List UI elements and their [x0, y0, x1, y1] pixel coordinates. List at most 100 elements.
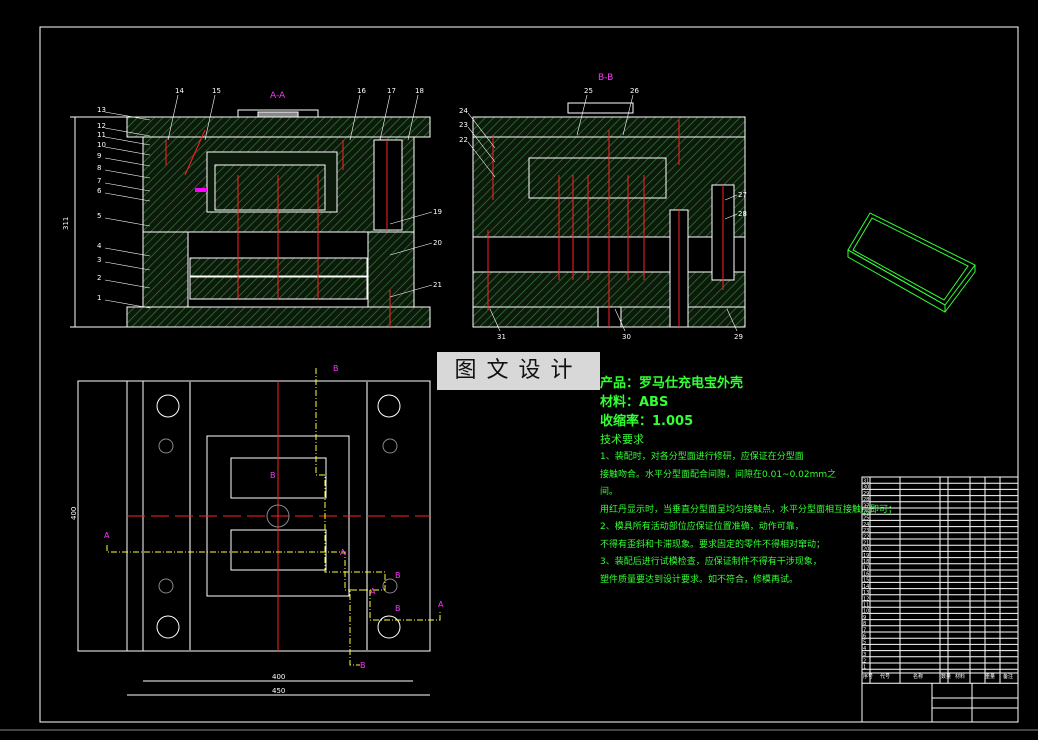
part-number-label: 13	[97, 106, 106, 114]
table-row-number: 17	[863, 565, 869, 571]
section-mark: A	[370, 587, 376, 596]
product-3d-view	[847, 212, 976, 313]
table-row-number: 30	[863, 485, 869, 491]
leader-line	[167, 94, 179, 141]
leader-line	[726, 308, 738, 332]
leader-line	[104, 146, 151, 156]
plan-height-dimension: 400	[70, 507, 78, 520]
table-header-cell: 重量	[985, 673, 995, 680]
height-dimension: 311	[62, 217, 70, 230]
leader-line	[389, 211, 433, 225]
table-row-number: 21	[863, 541, 869, 547]
part-number-label: 27	[738, 191, 747, 199]
table-row-number: 26	[863, 510, 869, 516]
note-line: 不得有歪斜和卡滞现象。要求固定的零件不得相对窜动；	[600, 539, 826, 550]
note-line: 3、装配后进行试模检查，应保证制件不得有干涉现象，	[600, 557, 822, 567]
part-number-label: 8	[97, 164, 101, 172]
table-header-cell: 备注	[1003, 673, 1013, 680]
leader-line	[104, 261, 151, 271]
plan-view	[77, 368, 441, 696]
section-mark: B	[395, 571, 401, 580]
section-mark: B	[395, 604, 401, 613]
table-row-number: 2	[863, 658, 866, 664]
part-number-label: 24	[459, 107, 468, 115]
table-row-number: 28	[863, 497, 869, 503]
part-number-label: 5	[97, 212, 101, 220]
table-row-number: 8	[863, 621, 866, 627]
leader-line	[389, 242, 433, 256]
leader-line	[576, 94, 588, 136]
leader-line	[349, 94, 361, 141]
leader-line	[467, 141, 496, 178]
part-number-label: 15	[212, 87, 221, 95]
table-header-cell: 序号	[863, 673, 873, 680]
part-number-label: 21	[433, 281, 442, 289]
leader-line	[724, 213, 738, 220]
table-row-number: 10	[863, 609, 869, 615]
table-row-number: 12	[863, 596, 869, 602]
note-line: 接触吻合。水平分型面配合间隙，间隙在0.01~0.02mm之	[600, 469, 837, 480]
section-view-bb	[472, 102, 746, 328]
material: 材料：ABS	[600, 395, 669, 410]
table-row-number: 20	[863, 547, 869, 553]
part-number-label: 26	[630, 87, 639, 95]
part-number-label: 19	[433, 208, 442, 216]
table-row-number: 19	[863, 553, 869, 559]
part-number-label: 29	[734, 333, 743, 341]
leader-line	[104, 247, 151, 257]
sheet-border	[39, 26, 1019, 723]
leader-line	[104, 279, 151, 289]
leader-line	[104, 111, 151, 121]
part-number-label: 7	[97, 177, 101, 185]
table-row-number: 13	[863, 590, 869, 596]
part-number-label: 14	[175, 87, 184, 95]
table-row-number: 29	[863, 491, 869, 497]
table-row-number: 7	[863, 627, 866, 633]
table-row-number: 27	[863, 503, 869, 509]
part-number-label: 3	[97, 256, 101, 264]
table-row-number: 9	[863, 615, 866, 621]
section-mark: A	[340, 548, 346, 557]
section-title-aa: A-A	[270, 91, 286, 101]
section-mark: B	[270, 471, 276, 480]
note-line: 间。	[600, 487, 619, 497]
section-mark: A	[438, 600, 444, 609]
leader-line	[104, 127, 151, 137]
table-row-number: 24	[863, 522, 869, 528]
parts-table	[861, 476, 1019, 723]
part-number-label: 20	[433, 239, 442, 247]
table-row-number: 16	[863, 572, 869, 578]
leader-line	[104, 136, 151, 146]
plan-inner-width-dimension: 400	[272, 673, 285, 681]
part-number-label: 30	[622, 333, 631, 341]
watermark: 图文设计	[437, 352, 600, 390]
leader-line	[104, 182, 151, 192]
note-line: 用红丹显示时，当垂直分型面呈均匀接触点，水平分型面相互接触点即可；	[600, 504, 898, 515]
leader-line	[204, 94, 216, 141]
table-header-cell: 代号	[880, 673, 890, 680]
technical-notes: 产品：罗马仕充电宝外壳 材料：ABS 收缩率：1.005 技术要求 1、装配时，…	[600, 374, 897, 589]
leader-line	[104, 157, 151, 167]
table-row-number: 15	[863, 578, 869, 584]
leader-line	[389, 284, 433, 298]
part-number-label: 25	[584, 87, 593, 95]
table-row-number: 3	[863, 652, 866, 658]
leader-line	[104, 217, 151, 227]
product-name: 产品：罗马仕充电宝外壳	[600, 376, 744, 391]
table-row-number: 14	[863, 584, 869, 590]
part-number-label: 28	[738, 210, 747, 218]
table-row-number: 22	[863, 534, 869, 540]
shrinkage: 收缩率：1.005	[600, 414, 694, 429]
part-number-label: 2	[97, 274, 101, 282]
requirements-heading: 技术要求	[600, 433, 644, 446]
note-line: 2、模具所有活动部位应保证位置准确，动作可靠，	[600, 522, 804, 532]
leader-line	[467, 112, 496, 149]
section-mark: B	[360, 661, 366, 670]
leader-line	[104, 192, 151, 202]
table-row-number: 31	[863, 479, 869, 485]
section-mark: B	[333, 364, 339, 373]
leader-line	[622, 94, 634, 136]
leader-line	[379, 94, 391, 141]
leader-line	[467, 126, 496, 163]
